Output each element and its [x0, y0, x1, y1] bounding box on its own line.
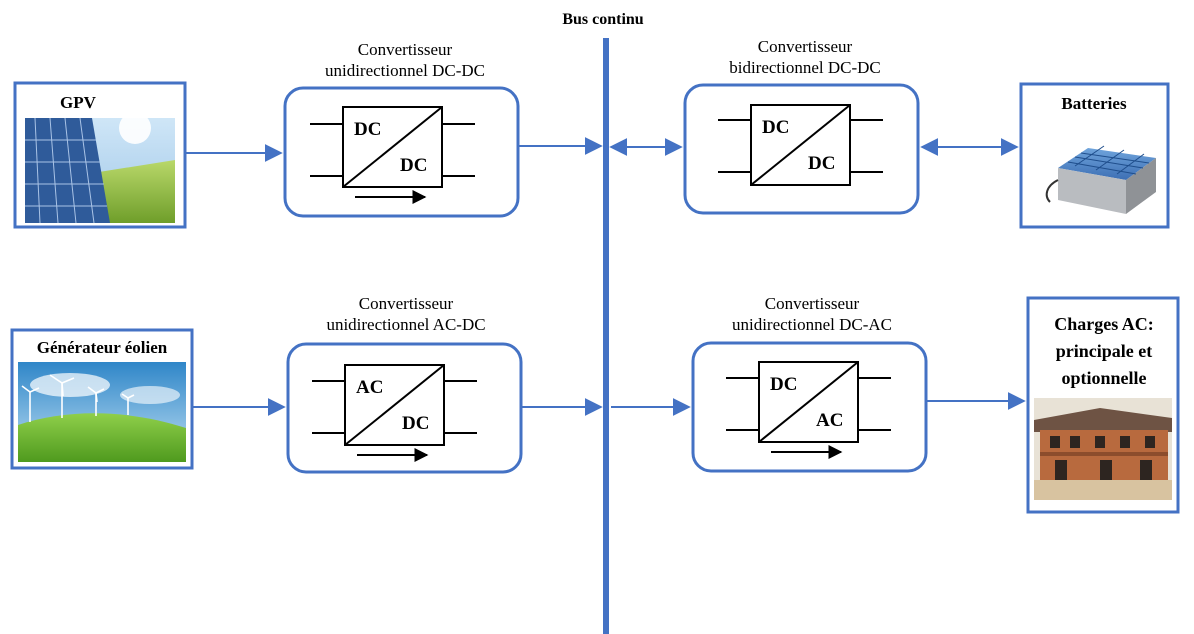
wind-label: Générateur éolien [37, 338, 168, 357]
load-dcac-title-line1: Convertisseur [765, 294, 860, 313]
wind-turbines-image [18, 362, 186, 462]
bat-dcdc-title-line2: bidirectionnel DC-DC [729, 58, 881, 77]
wind-source: Générateur éolien [10, 328, 194, 470]
battery-bank-image [1045, 145, 1156, 214]
loads-sink: Charges AC: principale et optionnelle [1026, 296, 1180, 514]
pv-dcdc-title-line2: unidirectionnel DC-DC [325, 61, 485, 80]
pv-dcdc-converter: Convertisseur unidirectionnel DC-DC DC D… [283, 40, 520, 218]
loads-label-line1: Charges AC: [1054, 314, 1154, 334]
pv-dcdc-input-type: DC [354, 119, 381, 140]
wind-acdc-title-line1: Convertisseur [359, 294, 454, 313]
load-dcac-input-type: DC [770, 374, 797, 395]
gpv-source: GPV [13, 81, 187, 229]
batteries-source: Batteries [1019, 82, 1170, 229]
bus-label: Bus continu [562, 11, 643, 28]
wind-acdc-output-type: DC [402, 413, 429, 434]
wind-acdc-input-type: AC [356, 377, 383, 398]
wind-acdc-converter: Convertisseur unidirectionnel AC-DC AC D… [286, 294, 523, 474]
loads-label-line2: principale et [1056, 341, 1153, 361]
batteries-label: Batteries [1061, 94, 1127, 113]
gpv-label: GPV [60, 93, 97, 112]
wind-acdc-title-line2: unidirectionnel AC-DC [326, 315, 485, 334]
bat-dcdc-input-type: DC [762, 117, 789, 138]
bat-dcdc-output-type: DC [808, 153, 835, 174]
load-dcac-converter: Convertisseur unidirectionnel DC-AC DC A… [691, 294, 928, 473]
pv-dcdc-title-line1: Convertisseur [358, 40, 453, 59]
solar-panel-image [25, 112, 175, 224]
loads-label-line3: optionnelle [1061, 368, 1146, 388]
house-image [1034, 398, 1172, 500]
bat-dcdc-title-line1: Convertisseur [758, 37, 853, 56]
battery-dcdc-converter: Convertisseur bidirectionnel DC-DC DC DC [683, 37, 920, 215]
load-dcac-title-line2: unidirectionnel DC-AC [732, 315, 892, 334]
pv-dcdc-output-type: DC [400, 155, 427, 176]
load-dcac-output-type: AC [816, 410, 843, 431]
